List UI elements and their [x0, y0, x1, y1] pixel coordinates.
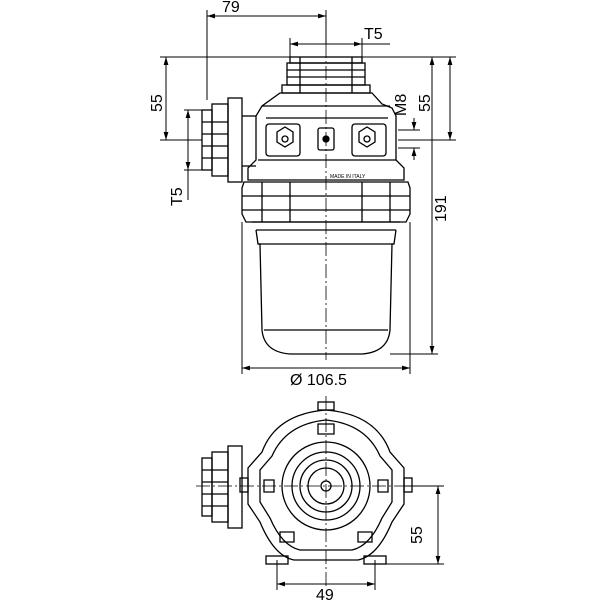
side-dimensions — [160, 10, 456, 374]
stamp-text: MADE IN ITALY — [330, 174, 366, 180]
mount-bosses — [265, 123, 387, 157]
dim-diameter: Ø 106.5 — [290, 372, 347, 389]
top-side-inlet — [201, 445, 243, 529]
dim-55-bottom: 55 — [409, 526, 426, 544]
top-dimensions — [276, 485, 444, 590]
dim-t5-side: T5 — [169, 187, 186, 206]
dim-55-right: 55 — [417, 94, 434, 112]
dim-191: 191 — [433, 195, 450, 222]
filter-head — [247, 92, 405, 181]
side-view — [201, 44, 411, 360]
dim-55-left: 55 — [149, 94, 166, 112]
top-view — [196, 396, 418, 586]
dim-79: 79 — [222, 0, 240, 16]
dim-m8: M8 — [393, 94, 410, 116]
dim-t5-top: T5 — [364, 26, 383, 43]
dim-49: 49 — [316, 587, 334, 604]
